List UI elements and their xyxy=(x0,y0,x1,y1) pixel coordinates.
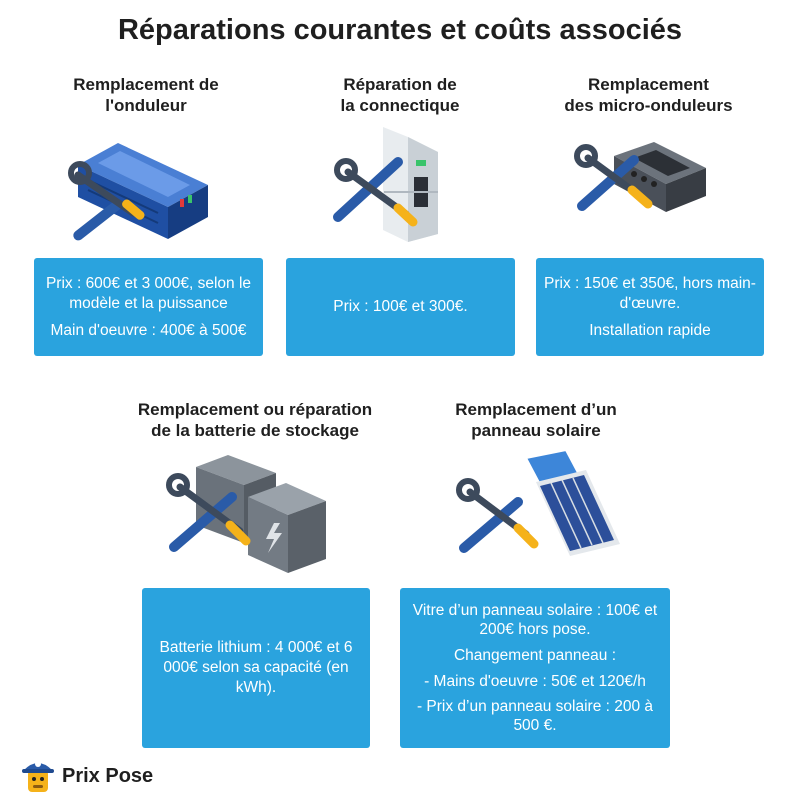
card-title-batterie: Remplacement ou réparation de la batteri… xyxy=(137,400,373,440)
brand-logo: Prix Pose xyxy=(20,756,153,796)
inverter-with-tools-icon xyxy=(68,143,208,241)
brand-name: Prix Pose xyxy=(62,764,154,787)
solar-panel-with-tools-icon xyxy=(456,448,620,556)
price-box-onduleur: Prix : 600€ et 3 000€, selon le modèle e… xyxy=(34,258,263,356)
price-box-batterie: Batterie lithium : 4 000€ et 6 000€ selo… xyxy=(142,588,370,748)
mascot-logo-icon xyxy=(22,761,54,792)
micro-inverter-with-tools-icon xyxy=(574,142,706,212)
price-box-panneau: Vitre d’un panneau solaire : 100€ et 200… xyxy=(400,588,670,748)
card-title-micro-onduleurs: Remplacement des micro-onduleurs xyxy=(564,75,733,115)
page-title: Réparations courantes et coûts associés xyxy=(117,14,683,46)
price-box-connectique: Prix : 100€ et 300€. xyxy=(286,258,515,356)
wall-inverter-with-tools-icon xyxy=(333,127,438,242)
card-title-connectique: Réparation de la connectique xyxy=(340,75,460,115)
battery-with-tools-icon xyxy=(166,455,326,573)
card-title-panneau: Remplacement d’un panneau solaire xyxy=(455,400,617,440)
card-title-onduleur: Remplacement de l'onduleur xyxy=(73,75,219,115)
price-box-micro-onduleurs: Prix : 150€ et 350€, hors main-d'œuvre. … xyxy=(536,258,764,356)
